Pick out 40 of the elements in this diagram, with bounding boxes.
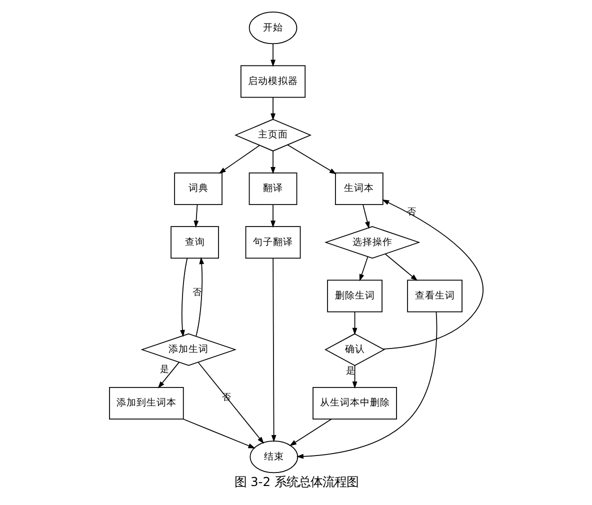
arrow [195,257,204,337]
arrow [182,418,255,448]
node-box: 查看生词 [406,280,462,312]
node-diamond: 确认 [324,333,385,366]
node-diamond: 添加生词 [140,333,236,366]
arrow [270,258,276,442]
edge-label: 是 [160,365,169,376]
edge-label: 是 [345,366,354,377]
node-box: 查询 [170,226,218,259]
node-box: 从生词本中删除 [312,387,396,420]
node-box: 翻译 [248,172,297,206]
arrow [270,96,275,120]
arrow [157,362,179,388]
node-box: 句子翻译 [244,226,300,259]
arrow [286,144,336,174]
arrow [358,256,368,282]
node-box: 启动模拟器 [240,65,306,98]
arrow [288,418,332,446]
arrow [352,365,357,389]
arrow [296,311,437,459]
arrow [270,204,275,228]
node-box: 生词本 [334,172,383,206]
arrow [197,362,264,444]
arrow [270,43,275,67]
arrow [362,204,370,229]
arrow [180,258,188,337]
edge-label: 否 [192,288,202,298]
node-ellipse: 开始 [248,12,297,44]
arrow [193,204,198,228]
caption: 图 3-2 系统总体流程图 [234,475,358,490]
arrow [218,145,260,174]
node-box: 添加到生词本 [108,387,184,420]
arrow [352,311,357,335]
arrow [382,200,483,350]
arrow [384,254,418,281]
node-diamond: 主页面 [234,118,312,152]
node-box: 删除生词 [326,280,382,312]
arrow [270,150,275,174]
node-diamond: 选择操作 [324,226,420,259]
node-box: 词典 [174,172,222,206]
